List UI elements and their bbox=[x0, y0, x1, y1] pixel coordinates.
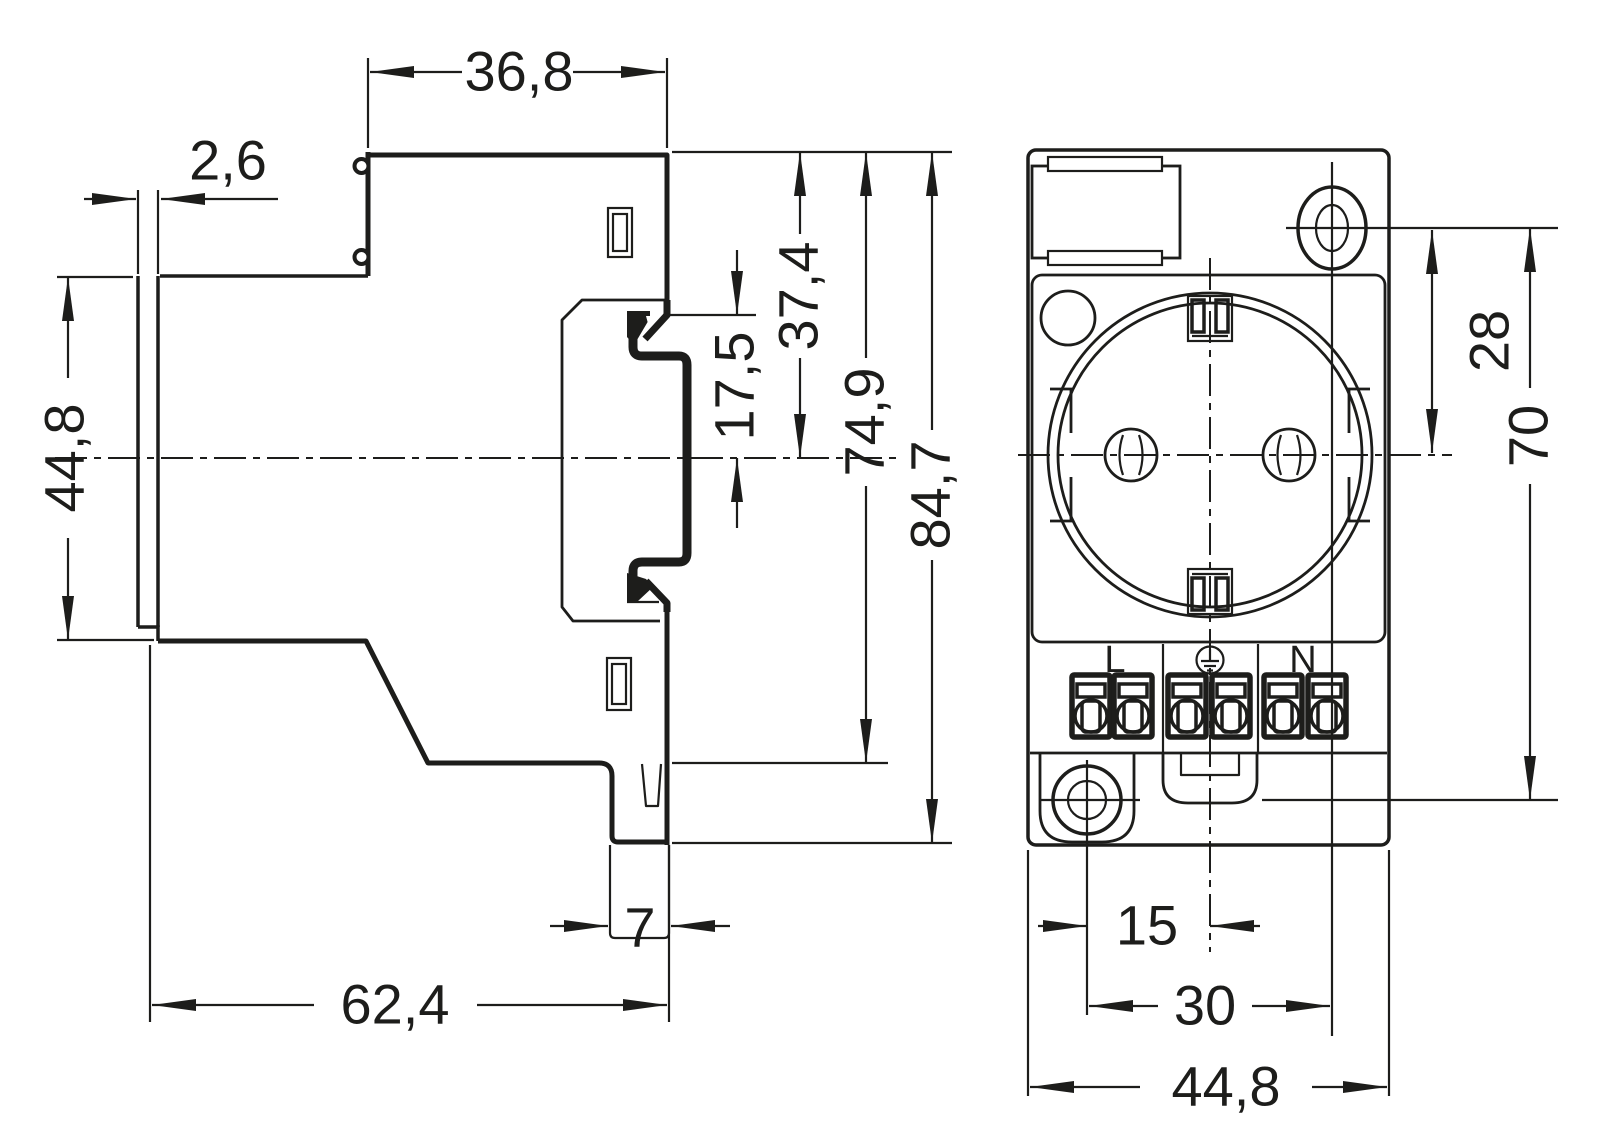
schuko-socket bbox=[1046, 291, 1374, 619]
marking-label-holder bbox=[1030, 155, 1182, 267]
terminal-section: L N bbox=[1030, 639, 1387, 755]
rail-claw-top bbox=[627, 311, 650, 345]
dim-label-flange-height: 44,8 bbox=[33, 404, 96, 513]
terminal-cell bbox=[1305, 672, 1349, 740]
rail-recess bbox=[560, 298, 667, 623]
dim-front-screw-to-center-v: 28 bbox=[1426, 230, 1521, 453]
dim-front-screw-pitch-v: 70 bbox=[1262, 228, 1560, 802]
socket-face-panel bbox=[1030, 273, 1387, 644]
pin-hole-left bbox=[1103, 427, 1159, 483]
din-rail-profile bbox=[627, 300, 692, 612]
mounting-screw-top bbox=[1286, 162, 1558, 1036]
latch-window-bottom bbox=[605, 656, 633, 712]
dim-side-width-top: 36,8 bbox=[366, 40, 669, 148]
latch-window-top bbox=[606, 206, 634, 259]
dim-side-rail-offset: 17,5 bbox=[663, 250, 766, 528]
mounting-screw-bottom bbox=[1038, 754, 1140, 1015]
dim-front-screw-to-center-h: 15 bbox=[1038, 894, 1260, 957]
dim-label-width-top: 36,8 bbox=[465, 40, 574, 103]
terminal-block bbox=[1069, 672, 1349, 740]
side-view: 36,8 2,6 44,8 17,5 bbox=[33, 40, 962, 1036]
dim-label-rail-offset: 17,5 bbox=[703, 332, 766, 441]
pin-hole-right bbox=[1261, 427, 1317, 483]
dim-label-width-total: 62,4 bbox=[341, 973, 450, 1036]
dim-label-flange-thickness: 2,6 bbox=[189, 129, 267, 192]
dim-side-flange-height: 44,8 bbox=[33, 275, 154, 642]
front-body-outline bbox=[1026, 148, 1391, 847]
dim-side-flange-thickness: 2,6 bbox=[84, 129, 278, 274]
earth-clip-bottom bbox=[1186, 567, 1234, 616]
foot-slot bbox=[640, 763, 663, 808]
terminal-cell bbox=[1111, 672, 1155, 740]
side-body-outline bbox=[136, 152, 670, 845]
terminal-cell bbox=[1165, 672, 1209, 740]
dim-label-center-from-top: 37,4 bbox=[767, 242, 830, 351]
dim-label-depth-total: 84,7 bbox=[899, 441, 962, 550]
dim-label-tab-width: 7 bbox=[624, 896, 655, 959]
dim-side-width-total: 62,4 bbox=[148, 645, 671, 1036]
dim-front-width-total: 44,8 bbox=[1026, 850, 1391, 1118]
dim-label-screw-pitch-v: 70 bbox=[1497, 405, 1560, 467]
terminal-label-line: L bbox=[1104, 639, 1125, 681]
dim-side-depth-total: 84,7 bbox=[672, 152, 962, 845]
terminal-cell bbox=[1261, 672, 1305, 740]
earth-symbol-icon bbox=[1195, 645, 1225, 675]
dim-side-depth-body: 74,9 bbox=[672, 152, 896, 765]
terminal-cell bbox=[1209, 672, 1253, 740]
earth-clip-top bbox=[1186, 294, 1234, 343]
dim-front-screw-pitch-h: 30 bbox=[1089, 974, 1330, 1037]
dim-side-tab-width: 7 bbox=[550, 896, 730, 959]
dim-label-depth-body: 74,9 bbox=[833, 368, 896, 477]
rail-claw-bottom bbox=[627, 573, 653, 601]
dim-label-screw-to-center-h: 15 bbox=[1116, 894, 1178, 957]
dim-side-center-from-top: 37,4 bbox=[767, 152, 830, 458]
dim-label-screw-to-center-v: 28 bbox=[1458, 310, 1521, 372]
release-tab-front bbox=[1161, 754, 1259, 805]
dim-label-screw-pitch-h: 30 bbox=[1174, 974, 1236, 1037]
dim-label-front-width-total: 44,8 bbox=[1172, 1055, 1281, 1118]
face-opening-circle bbox=[1039, 289, 1097, 347]
terminal-cell bbox=[1069, 672, 1113, 740]
front-view: L N bbox=[1018, 148, 1560, 1118]
